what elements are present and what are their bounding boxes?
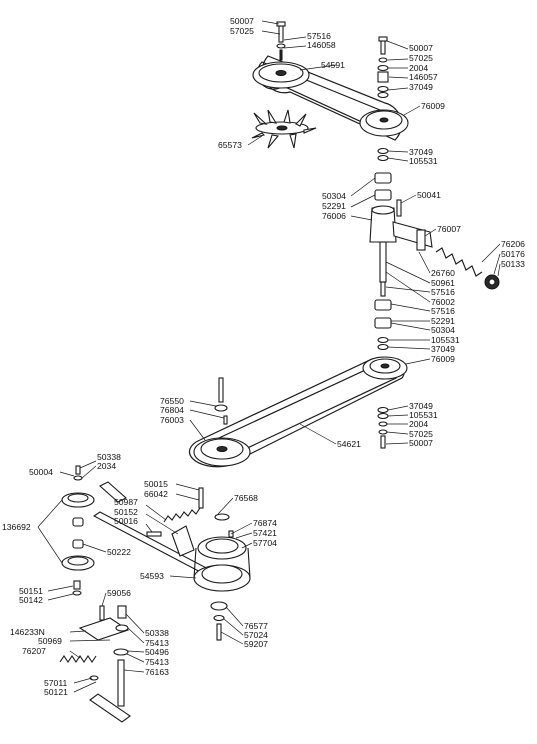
- label-50338: 50338: [97, 452, 121, 462]
- label-76804: 76804: [160, 405, 184, 415]
- label-76550: 76550: [160, 396, 184, 406]
- label-50016: 50016: [114, 516, 138, 526]
- label-76874: 76874: [253, 518, 277, 528]
- arm-76007: [392, 221, 433, 248]
- spring-50987: [163, 507, 201, 523]
- label-76568: 76568: [234, 493, 258, 503]
- arm-76163: [117, 659, 125, 707]
- label-54591: 54591: [321, 60, 345, 70]
- label-57516: 57516: [307, 31, 331, 41]
- label-50176: 50176: [501, 249, 525, 259]
- label-57024: 57024: [244, 630, 268, 640]
- label-50133: 50133: [501, 259, 525, 269]
- label-65573: 65573: [218, 140, 242, 150]
- label-57011: 57011: [44, 678, 67, 688]
- label-57025: 57025: [409, 53, 433, 63]
- label-57421: 57421: [253, 528, 277, 538]
- bearing-50304-top: [374, 172, 392, 184]
- label-37049: 37049: [431, 344, 455, 354]
- label-105531: 105531: [409, 410, 438, 420]
- bracket-146233N: [78, 617, 130, 641]
- part-labels: 50007 57025 57516 146058 54591 65573 500…: [2, 16, 525, 697]
- label-50304: 50304: [322, 191, 346, 201]
- label-50121: 50121: [44, 687, 68, 697]
- label-59056: 59056: [107, 588, 131, 598]
- label-2034: 2034: [97, 461, 116, 471]
- label-57025: 57025: [409, 429, 433, 439]
- spindle-shaft-76002: [379, 241, 387, 283]
- spring-76207: [59, 655, 97, 663]
- label-50222: 50222: [107, 547, 131, 557]
- label-54593: 54593: [140, 571, 164, 581]
- label-50007: 50007: [409, 43, 433, 53]
- label-50987: 50987: [114, 497, 138, 507]
- label-2004: 2004: [409, 63, 428, 73]
- label-50152: 50152: [114, 507, 138, 517]
- label-37049: 37049: [409, 82, 433, 92]
- label-50142: 50142: [19, 595, 43, 605]
- lower-idler-assembly: [59, 465, 251, 723]
- label-57025: 57025: [230, 26, 254, 36]
- label-66042: 66042: [144, 489, 168, 499]
- label-50007: 50007: [230, 16, 254, 26]
- label-57704: 57704: [253, 538, 277, 548]
- label-50007: 50007: [409, 438, 433, 448]
- label-37049: 37049: [409, 147, 433, 157]
- label-76207: 76207: [22, 646, 46, 656]
- label-76003: 76003: [160, 415, 184, 425]
- label-2004: 2004: [409, 419, 428, 429]
- label-75413: 75413: [145, 657, 169, 667]
- label-37049: 37049: [409, 401, 433, 411]
- label-76009: 76009: [431, 354, 455, 364]
- leader-lines: [37, 20, 501, 693]
- label-50041: 50041: [417, 190, 441, 200]
- label-50969: 50969: [38, 636, 62, 646]
- label-76206: 76206: [501, 239, 525, 249]
- top-belt-assembly: [251, 21, 500, 351]
- label-146058: 146058: [307, 40, 336, 50]
- label-26760: 26760: [431, 268, 455, 278]
- label-105531: 105531: [431, 335, 460, 345]
- label-76006: 76006: [322, 211, 346, 221]
- label-50004: 50004: [29, 467, 53, 477]
- label-52291: 52291: [322, 201, 346, 211]
- label-50015: 50015: [144, 479, 168, 489]
- label-57516: 57516: [431, 287, 455, 297]
- label-105531: 105531: [409, 156, 438, 166]
- label-76009: 76009: [421, 101, 445, 111]
- label-50304: 50304: [431, 325, 455, 335]
- spring-76206: [435, 247, 483, 277]
- label-52291: 52291: [431, 316, 455, 326]
- label-136692: 136692: [2, 522, 31, 532]
- label-76002: 76002: [431, 297, 455, 307]
- label-50496: 50496: [145, 647, 169, 657]
- label-76163: 76163: [145, 667, 169, 677]
- label-76577: 76577: [244, 621, 268, 631]
- label-59207: 59207: [244, 639, 268, 649]
- fan-65573: [251, 109, 317, 149]
- label-54621: 54621: [337, 439, 361, 449]
- label-76007: 76007: [437, 224, 461, 234]
- middle-belt-assembly: [188, 356, 408, 468]
- label-50151: 50151: [19, 586, 43, 596]
- label-50338: 50338: [145, 628, 169, 638]
- label-50961: 50961: [431, 278, 455, 288]
- label-75413: 75413: [145, 638, 169, 648]
- label-146233N: 146233N: [10, 627, 45, 637]
- label-57516: 57516: [431, 306, 455, 316]
- label-146057: 146057: [409, 72, 438, 82]
- bar-54593: [92, 511, 216, 577]
